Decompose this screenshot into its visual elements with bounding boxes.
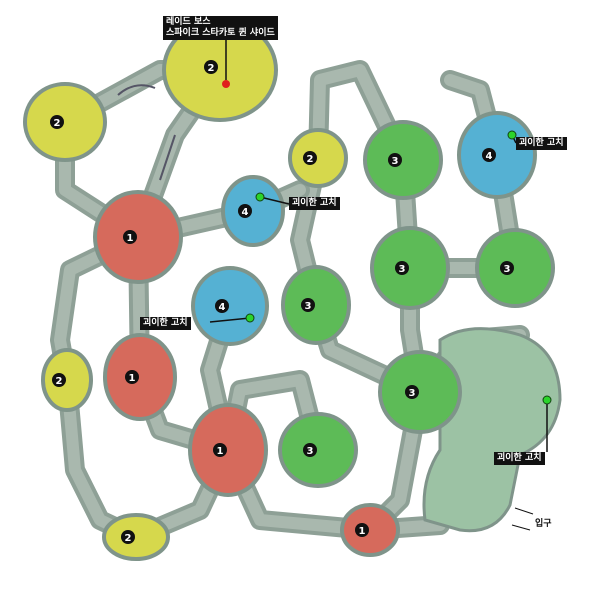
level-number: 2: [56, 376, 63, 387]
arrow-down: [159, 134, 176, 181]
room-shape: [221, 175, 285, 247]
room-shape: [340, 503, 400, 557]
cocoon-label: 괴이한 고치: [140, 317, 191, 330]
level-number: 2: [208, 63, 215, 74]
entrance-pointer: [511, 524, 531, 531]
level-badge: [482, 148, 496, 162]
room-shape: [363, 120, 443, 200]
cocoon-marker: [542, 395, 552, 405]
boss-label-line2: 스파이크 스타카토 퀸 샤이드: [166, 28, 275, 38]
level-badge: [500, 261, 514, 275]
level-number: 1: [129, 373, 136, 384]
boss-label-line1: 레이드 보스: [166, 17, 211, 27]
level-number: 3: [409, 388, 416, 399]
room-level-2: 2: [23, 82, 107, 162]
cocoon-pointer: [209, 317, 251, 323]
room-shape: [23, 82, 107, 162]
level-badge: [301, 298, 315, 312]
level-number: 3: [307, 446, 314, 457]
level-badge: [121, 530, 135, 544]
level-number: 1: [359, 526, 366, 537]
level-number: 2: [125, 533, 132, 544]
cocoon-pointer: [259, 196, 290, 205]
room-shape: [93, 190, 183, 284]
level-number: 3: [392, 156, 399, 167]
level-badge: [215, 299, 229, 313]
corridor: [312, 64, 409, 166]
room-shape: [378, 350, 462, 434]
level-badge: [204, 60, 218, 74]
level-badge: [303, 443, 317, 457]
level-badge: [238, 204, 252, 218]
room-level-1: 1: [103, 333, 177, 421]
cocoon-label: 괴이한 고치: [516, 137, 567, 150]
arrow-to-boss: [117, 84, 156, 96]
level-number: 1: [127, 233, 134, 244]
level-number: 3: [504, 264, 511, 275]
room-shape: [188, 403, 268, 497]
room-level-4: 4: [457, 111, 537, 199]
cocoon-marker: [507, 130, 517, 140]
level-number: 4: [219, 302, 226, 313]
level-number: 1: [217, 446, 224, 457]
room-shape: [191, 266, 269, 346]
level-number: 4: [486, 151, 493, 162]
level-number: 2: [54, 118, 61, 129]
room-level-3: 3: [363, 120, 443, 200]
entrance-label: 입구: [535, 519, 552, 529]
room-level-3: 3: [281, 265, 351, 345]
cocoon-label: 괴이한 고치: [289, 197, 340, 210]
room-level-1: 1: [188, 403, 268, 497]
room-shape: [278, 412, 358, 488]
room-level-2: 2: [102, 513, 170, 561]
room-shape: [457, 111, 537, 199]
level-number: 2: [307, 154, 314, 165]
level-badge: [405, 385, 419, 399]
entrance-pointer: [514, 507, 534, 515]
room-level-3: 3: [475, 228, 555, 308]
room-level-3: 3: [278, 412, 358, 488]
room-level-3: 3: [370, 226, 450, 310]
room-shape: [281, 265, 351, 345]
room-shape: [102, 513, 170, 561]
room-shape: [288, 128, 348, 188]
room-level-2: 2: [288, 128, 348, 188]
room-shape: [370, 226, 450, 310]
room-level-1: 1: [340, 503, 400, 557]
level-badge: [355, 523, 369, 537]
level-badge: [50, 115, 64, 129]
room-shape: [475, 228, 555, 308]
boss-marker: [222, 80, 230, 88]
cocoon-marker: [255, 192, 265, 202]
cocoon-label: 괴이한 고치: [494, 452, 545, 465]
room-level-4: 4: [221, 175, 285, 247]
room-level-1: 1: [93, 190, 183, 284]
room-shape: [41, 348, 93, 412]
level-badge: [213, 443, 227, 457]
room-level-2: 2: [41, 348, 93, 412]
cocoon-marker: [245, 313, 255, 323]
level-badge: [123, 230, 137, 244]
level-number: 3: [399, 264, 406, 275]
level-badge: [125, 370, 139, 384]
level-number: 3: [305, 301, 312, 312]
level-badge: [395, 261, 409, 275]
level-badge: [52, 373, 66, 387]
level-number: 4: [242, 207, 249, 218]
room-level-4: 4: [191, 266, 269, 346]
level-badge: [303, 151, 317, 165]
level-badge: [388, 153, 402, 167]
room-shape: [103, 333, 177, 421]
room-level-3: 3: [378, 350, 462, 434]
